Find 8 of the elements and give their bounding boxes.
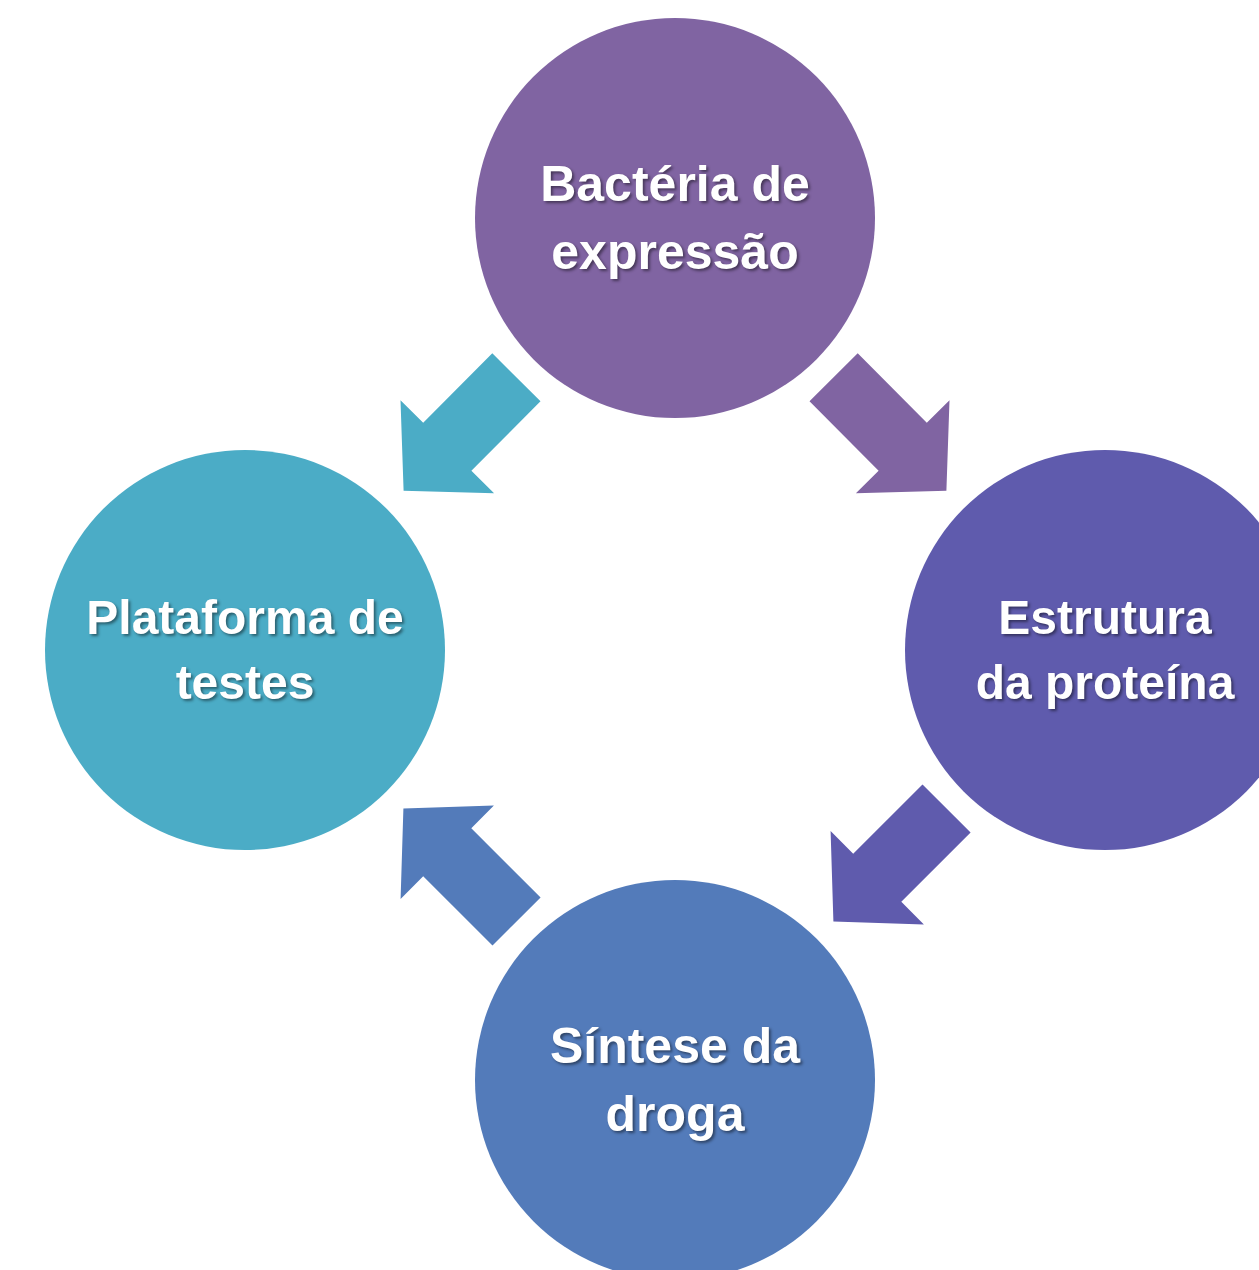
step-label: Bactéria de expressão	[540, 155, 810, 282]
block-arrow	[830, 784, 971, 925]
step-label: Estrutura da proteína	[974, 589, 1236, 711]
step-label: Plataforma de testes	[85, 589, 405, 711]
block-arrow	[809, 353, 950, 494]
block-arrow	[400, 805, 541, 946]
block-arrow	[400, 353, 541, 494]
step-label: Síntese da droga	[548, 1017, 802, 1144]
